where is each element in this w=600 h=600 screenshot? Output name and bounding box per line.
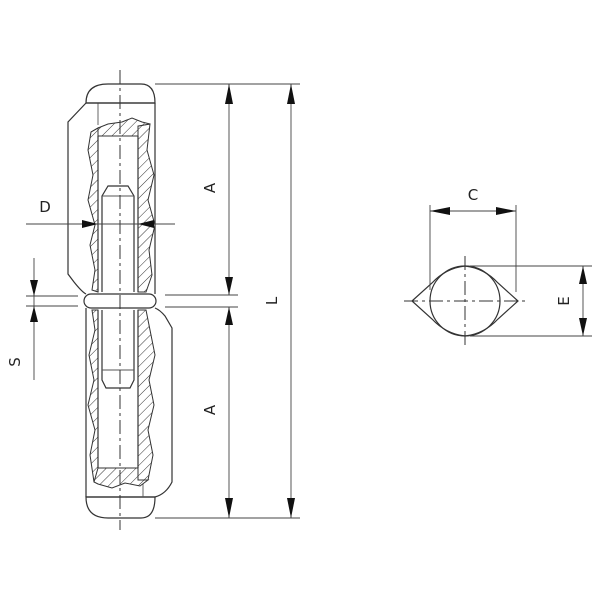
hinge-end-view: C E xyxy=(404,186,592,346)
upper-section-right-wall xyxy=(137,123,156,293)
bottom-cap xyxy=(85,496,156,519)
dimension-label-l: L xyxy=(263,296,281,305)
dimension-label-a-upper: A xyxy=(201,182,219,193)
dimension-lines-vertical: A A L xyxy=(155,83,300,519)
upper-knuckle-body xyxy=(67,102,156,295)
pin-upper xyxy=(101,185,135,292)
dimension-d: D xyxy=(26,198,175,228)
dimension-label-a-lower: A xyxy=(201,404,219,415)
dimension-label-c: C xyxy=(468,186,478,204)
hinge-side-view xyxy=(67,70,173,530)
dimension-label-e: E xyxy=(555,296,573,305)
lower-knuckle-body xyxy=(85,307,173,498)
pin-lower xyxy=(101,310,135,389)
dimension-label-s: S xyxy=(6,357,24,367)
lower-section-right-wall xyxy=(137,309,156,481)
dimension-label-d: D xyxy=(39,198,51,216)
upper-section-left-wall xyxy=(87,127,99,293)
lower-section-bottom-wall xyxy=(93,467,150,489)
top-cap xyxy=(85,83,156,104)
dimension-s: S xyxy=(6,258,78,380)
lower-section-left-wall xyxy=(87,309,99,483)
